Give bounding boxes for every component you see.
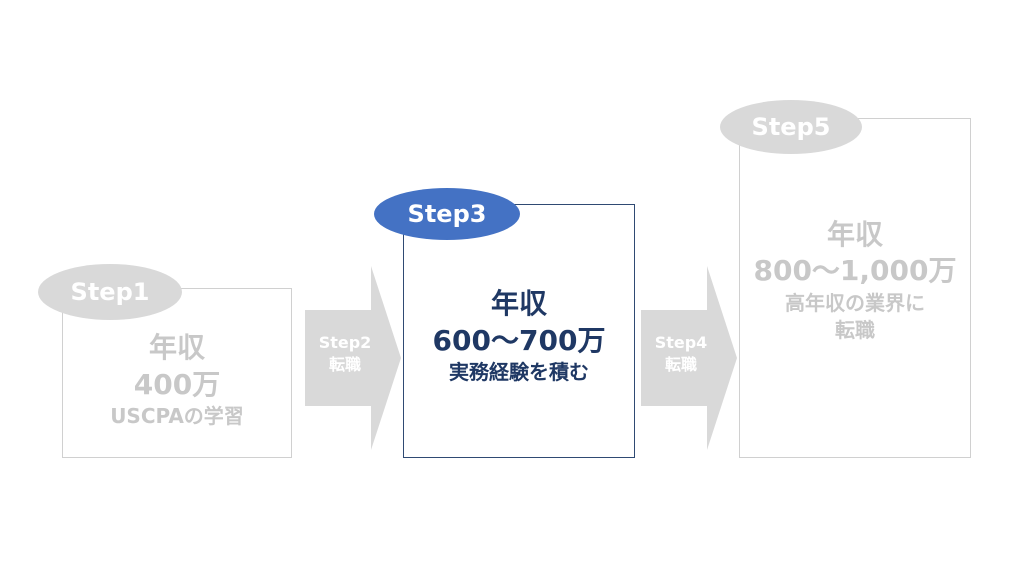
step2-arrow — [305, 266, 401, 450]
step2-label-group: Step2 転職 — [305, 332, 385, 375]
step4-arrow-shape — [641, 266, 737, 450]
step3-box: 年収 600〜700万 実務経験を積む — [403, 204, 635, 458]
step3-amount: 600〜700万 — [432, 323, 606, 357]
step1-pill: Step1 — [38, 264, 182, 320]
step4-label-group: Step4 転職 — [641, 332, 721, 375]
step5-desc-line1: 高年収の業界に — [785, 290, 925, 315]
step5-box: 年収 800〜1,000万 高年収の業界に 転職 — [739, 118, 971, 458]
step3-desc: 実務経験を積む — [449, 359, 589, 384]
step2-arrow-shape — [305, 266, 401, 450]
step4-label: 転職 — [664, 354, 697, 374]
step1-desc: USCPAの学習 — [110, 403, 244, 428]
step1-amount: 400万 — [133, 367, 221, 401]
step5-title: 年収 — [826, 218, 883, 251]
step5-pill: Step5 — [720, 100, 862, 154]
step2-step: Step2 — [318, 333, 372, 352]
step5-amount: 800〜1,000万 — [753, 254, 957, 288]
step4-step: Step4 — [654, 333, 708, 352]
step3-pill: Step3 — [374, 188, 520, 240]
step5-desc-line2: 転職 — [835, 317, 875, 342]
step3-title: 年収 — [490, 287, 547, 321]
step1-title: 年収 — [148, 331, 205, 365]
step2-label: 転職 — [328, 354, 361, 374]
step1-box: 年収 400万 USCPAの学習 — [62, 288, 292, 458]
step4-arrow — [641, 266, 737, 450]
